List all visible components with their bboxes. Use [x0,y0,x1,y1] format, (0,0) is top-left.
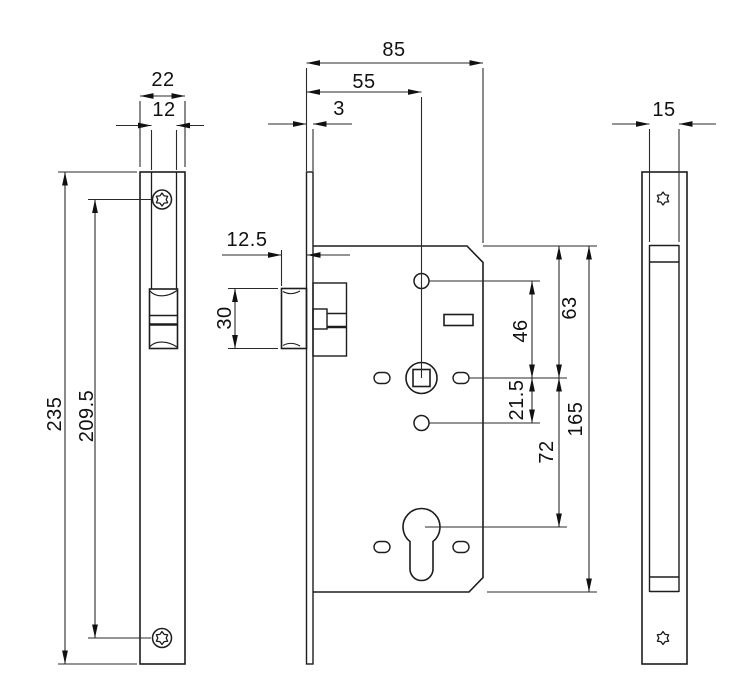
dim-faceplate-inner-width-label: 12 [152,99,176,121]
view-lock-back [641,171,688,665]
torx-screw-bottom [656,630,670,646]
dim-hole-to-spindle-label: 46 [510,319,532,343]
dim-faceplate-height-label: 235 [44,396,66,432]
latch-bolt-side [280,282,348,357]
torx-screw-bottom [151,627,173,649]
latch-bolt-front [148,288,179,350]
back-plate-outline [641,171,688,665]
torx-screw-top [151,189,173,210]
stop-slot [443,313,474,327]
view-lock-body-side [280,171,484,665]
dim-latch-height-label: 30 [214,306,236,330]
dim-lines-faceplate [58,93,204,665]
dim-latch-projection-label: 12.5 [226,229,268,251]
dim-case-thickness-label: 15 [652,99,676,121]
dim-top-to-spindle-label: 63 [559,296,581,320]
lower-fixing-hole [413,414,430,432]
case-edge-lines [648,244,680,593]
torx-screw-top [656,191,670,206]
euro-cylinder-hole [402,507,441,582]
dim-case-height-label: 165 [565,401,587,437]
side-hole-right [452,371,470,385]
faceplate-outline [139,171,186,665]
dim-faceplate-outer-width-label: 22 [151,69,175,91]
dim-lines-lock-back [612,121,716,242]
dim-lines-lock-body [222,60,597,593]
dim-screw-spacing-label: 209.5 [76,389,98,443]
view-faceplate-front [139,171,186,665]
dim-faceplate-thickness-label: 3 [333,98,345,120]
cylinder-side-hole-right [452,540,470,554]
dim-spindle-to-hole-label: 21.5 [506,379,528,421]
side-hole-left [373,371,391,385]
dim-case-width-label: 85 [382,39,406,61]
cylinder-side-hole-left [373,540,391,554]
faceplate-edge [305,171,314,665]
dim-backset-label: 55 [352,71,376,93]
lock-case-outline [313,245,484,593]
dim-spindle-to-cylinder-label: 72 [536,440,558,464]
